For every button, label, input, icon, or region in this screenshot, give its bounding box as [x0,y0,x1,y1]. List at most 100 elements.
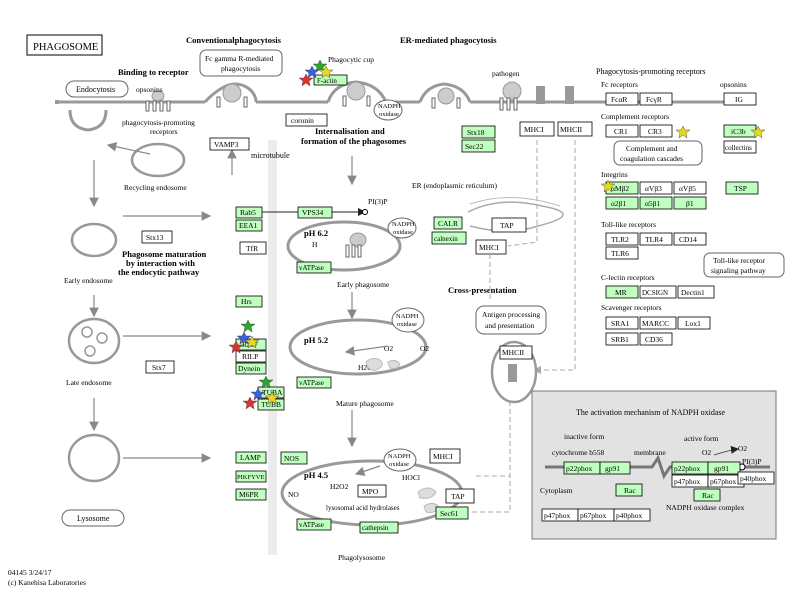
endocytosis-box[interactable] [65,80,129,98]
gene-p47phox-inactive-label: p47phox [544,511,571,520]
gene-p22phox-active-label: p22phox [674,464,701,473]
gene-sec61[interactable] [435,506,469,520]
gene-mhcii-top[interactable] [557,121,593,137]
gene-marcc[interactable] [639,316,677,330]
gene-factin[interactable] [313,74,348,86]
gene-eea1[interactable] [235,219,263,232]
gene-mhcii-mid[interactable] [499,345,533,360]
gene-mhci-pl[interactable] [429,448,461,464]
gene-mr-label: MR [615,288,627,297]
gene-nos-label: NOS [284,454,299,463]
gene-fcar[interactable] [605,92,639,106]
gene-b1[interactable] [673,196,707,210]
toll-pathway-link[interactable] [703,252,785,278]
gene-lamp[interactable] [235,451,267,464]
gene-collectins-label: collectins [725,144,752,152]
gene-cr3[interactable] [639,124,673,138]
gene-a2b1-label: α2β1 [611,199,626,208]
gene-tap-2[interactable] [445,488,475,504]
gene-p40phox-active[interactable] [737,471,775,485]
recycling-endosome [130,142,186,178]
gene-tlr2[interactable] [605,232,639,246]
gene-cd36[interactable] [639,332,673,346]
gene-cd14[interactable] [673,232,707,246]
gene-mr[interactable] [605,285,639,299]
gene-mhcii-top-label: MHCII [560,125,583,134]
oxidase-top-label: oxidase [379,111,399,118]
gene-tap-1-label: TAP [500,221,514,230]
gene-vatpase-3-label: vATPase [299,521,324,529]
complement-cascades-link[interactable] [613,140,703,166]
gene-rac-active[interactable] [693,488,721,502]
gene-vatpase-1[interactable] [296,261,332,274]
gene-rilp[interactable] [235,350,267,363]
gene-vatpase-2-label: vATPase [299,379,324,387]
gene-mhci-er[interactable] [475,239,507,255]
gene-calnexin[interactable] [431,231,467,245]
gene-vamp3[interactable] [209,137,250,151]
toll-link-label-1: Toll-like receptor [713,256,766,265]
nadph-pl [383,448,417,472]
antigen-processing-link[interactable] [475,305,547,335]
complement-link-label-2: coagulation cascades [620,154,683,163]
gene-a5b1[interactable] [639,196,673,210]
gene-tlr2-label: TLR2 [611,235,629,244]
gene-gp91-inactive[interactable] [599,461,631,475]
star-icon [264,391,280,405]
gene-pikfyve[interactable] [235,470,267,483]
gene-lox1[interactable] [677,316,711,330]
gene-tlr6[interactable] [605,246,639,260]
gene-mhci-top[interactable] [519,121,555,137]
gene-a2b1[interactable] [605,196,639,210]
gene-vatpase-2[interactable] [296,376,332,389]
gene-p40phox-inactive[interactable] [613,508,651,522]
gene-avb5[interactable] [673,181,707,195]
gene-m6pr[interactable] [235,488,267,501]
footer-credit: (c) Kanehisa Laboratories [8,578,86,587]
gene-sra1[interactable] [605,316,639,330]
gene-stx13-label: Stx13 [146,233,164,242]
gene-vatpase-3[interactable] [296,518,332,531]
gene-sec22[interactable] [461,139,496,153]
gene-tap-2-label: TAP [451,492,465,501]
gene-factin-label: F-actin [317,77,337,85]
gene-nos[interactable] [280,451,308,465]
gene-tfr-label: TfR [246,244,258,253]
gene-stx7[interactable] [145,360,175,374]
gene-avb3[interactable] [639,181,673,195]
gene-hrs[interactable] [235,295,263,308]
gene-coronin[interactable] [285,113,328,127]
nadph-early-label: NADPH [392,221,415,228]
gene-gp91-active[interactable] [707,461,741,475]
gene-cr1-label: CR1 [614,127,628,136]
gene-tsp[interactable] [725,181,759,195]
gene-dcsign[interactable] [639,285,677,299]
gene-tlr4[interactable] [639,232,673,246]
gene-cathepsin[interactable] [359,521,399,534]
gene-srb1[interactable] [605,332,639,346]
star-icon [318,65,334,79]
section-internalisation-1: Internalisation and [315,126,385,136]
gene-vatpase-1-label: vATPase [299,264,324,272]
lysosome-box[interactable] [61,509,125,527]
ph45-label: pH 4.5 [304,470,328,480]
gene-calr[interactable] [433,216,463,230]
gene-marcc-label: MARCC [642,319,669,328]
gene-ig[interactable] [723,92,757,106]
gene-stx18[interactable] [461,125,496,139]
gene-tfr[interactable] [239,241,267,255]
gene-fcgr[interactable] [639,92,673,106]
gene-dynein[interactable] [235,362,267,375]
gene-mpo[interactable] [357,484,387,498]
fcgr-pathway-link[interactable] [199,49,283,77]
cyt558-label: cytochrome b558 [552,448,605,457]
toll-link-label-2: signaling pathway [711,266,766,275]
gene-dectin1[interactable] [677,285,715,299]
gene-cr1[interactable] [605,124,639,138]
star-icon [228,340,244,354]
gene-tap-1[interactable] [491,217,527,233]
gene-stx13[interactable] [141,230,173,244]
gene-rac-inactive[interactable] [615,483,643,497]
gene-collectins[interactable] [723,140,757,154]
